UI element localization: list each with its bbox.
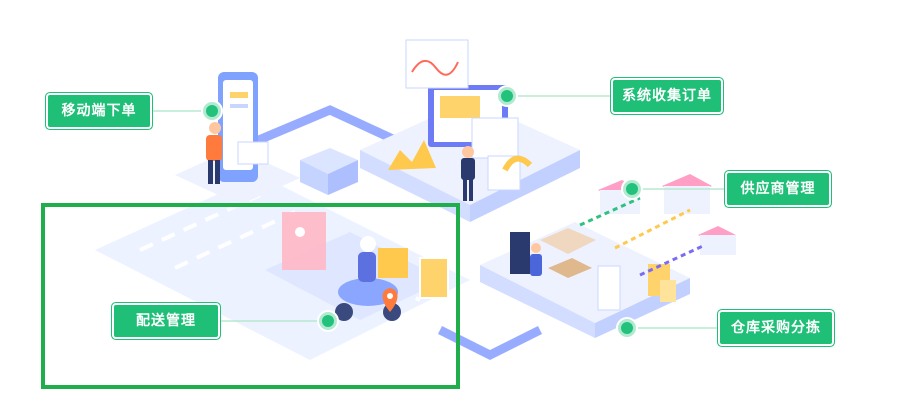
marker-system [501, 90, 513, 102]
label-mobile-order: 移动端下单 [48, 95, 150, 127]
marker-warehouse [621, 322, 633, 334]
label-system-collect: 系统收集订单 [613, 80, 721, 112]
supplier-shops [598, 174, 736, 255]
marker-mobile [206, 105, 218, 117]
delivery-highlight-frame [41, 203, 460, 389]
location-pin-icon [382, 288, 398, 312]
map-screen [282, 212, 326, 270]
person-head [209, 122, 221, 134]
marker-supplier [626, 183, 638, 195]
label-delivery: 配送管理 [114, 305, 218, 337]
label-supplier: 供应商管理 [727, 173, 829, 205]
label-warehouse: 仓库采购分拣 [720, 312, 832, 344]
marker-delivery [322, 315, 334, 327]
